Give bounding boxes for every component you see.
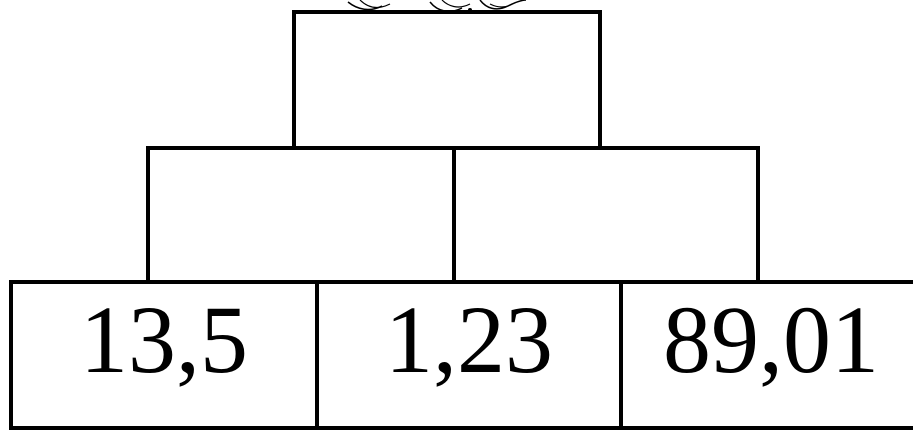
pyramid-top-cell[interactable] <box>292 10 602 150</box>
pyramid-middle-cell-left[interactable] <box>146 146 456 284</box>
pyramid-bottom-value-3: 89,01 <box>623 292 913 388</box>
pyramid-bottom-value-2: 1,23 <box>319 292 619 388</box>
pyramid-middle-cell-right[interactable] <box>452 146 760 284</box>
number-pyramid: 13,5 1,23 89,01 <box>0 0 913 413</box>
pyramid-bottom-value-1: 13,5 <box>13 292 315 388</box>
